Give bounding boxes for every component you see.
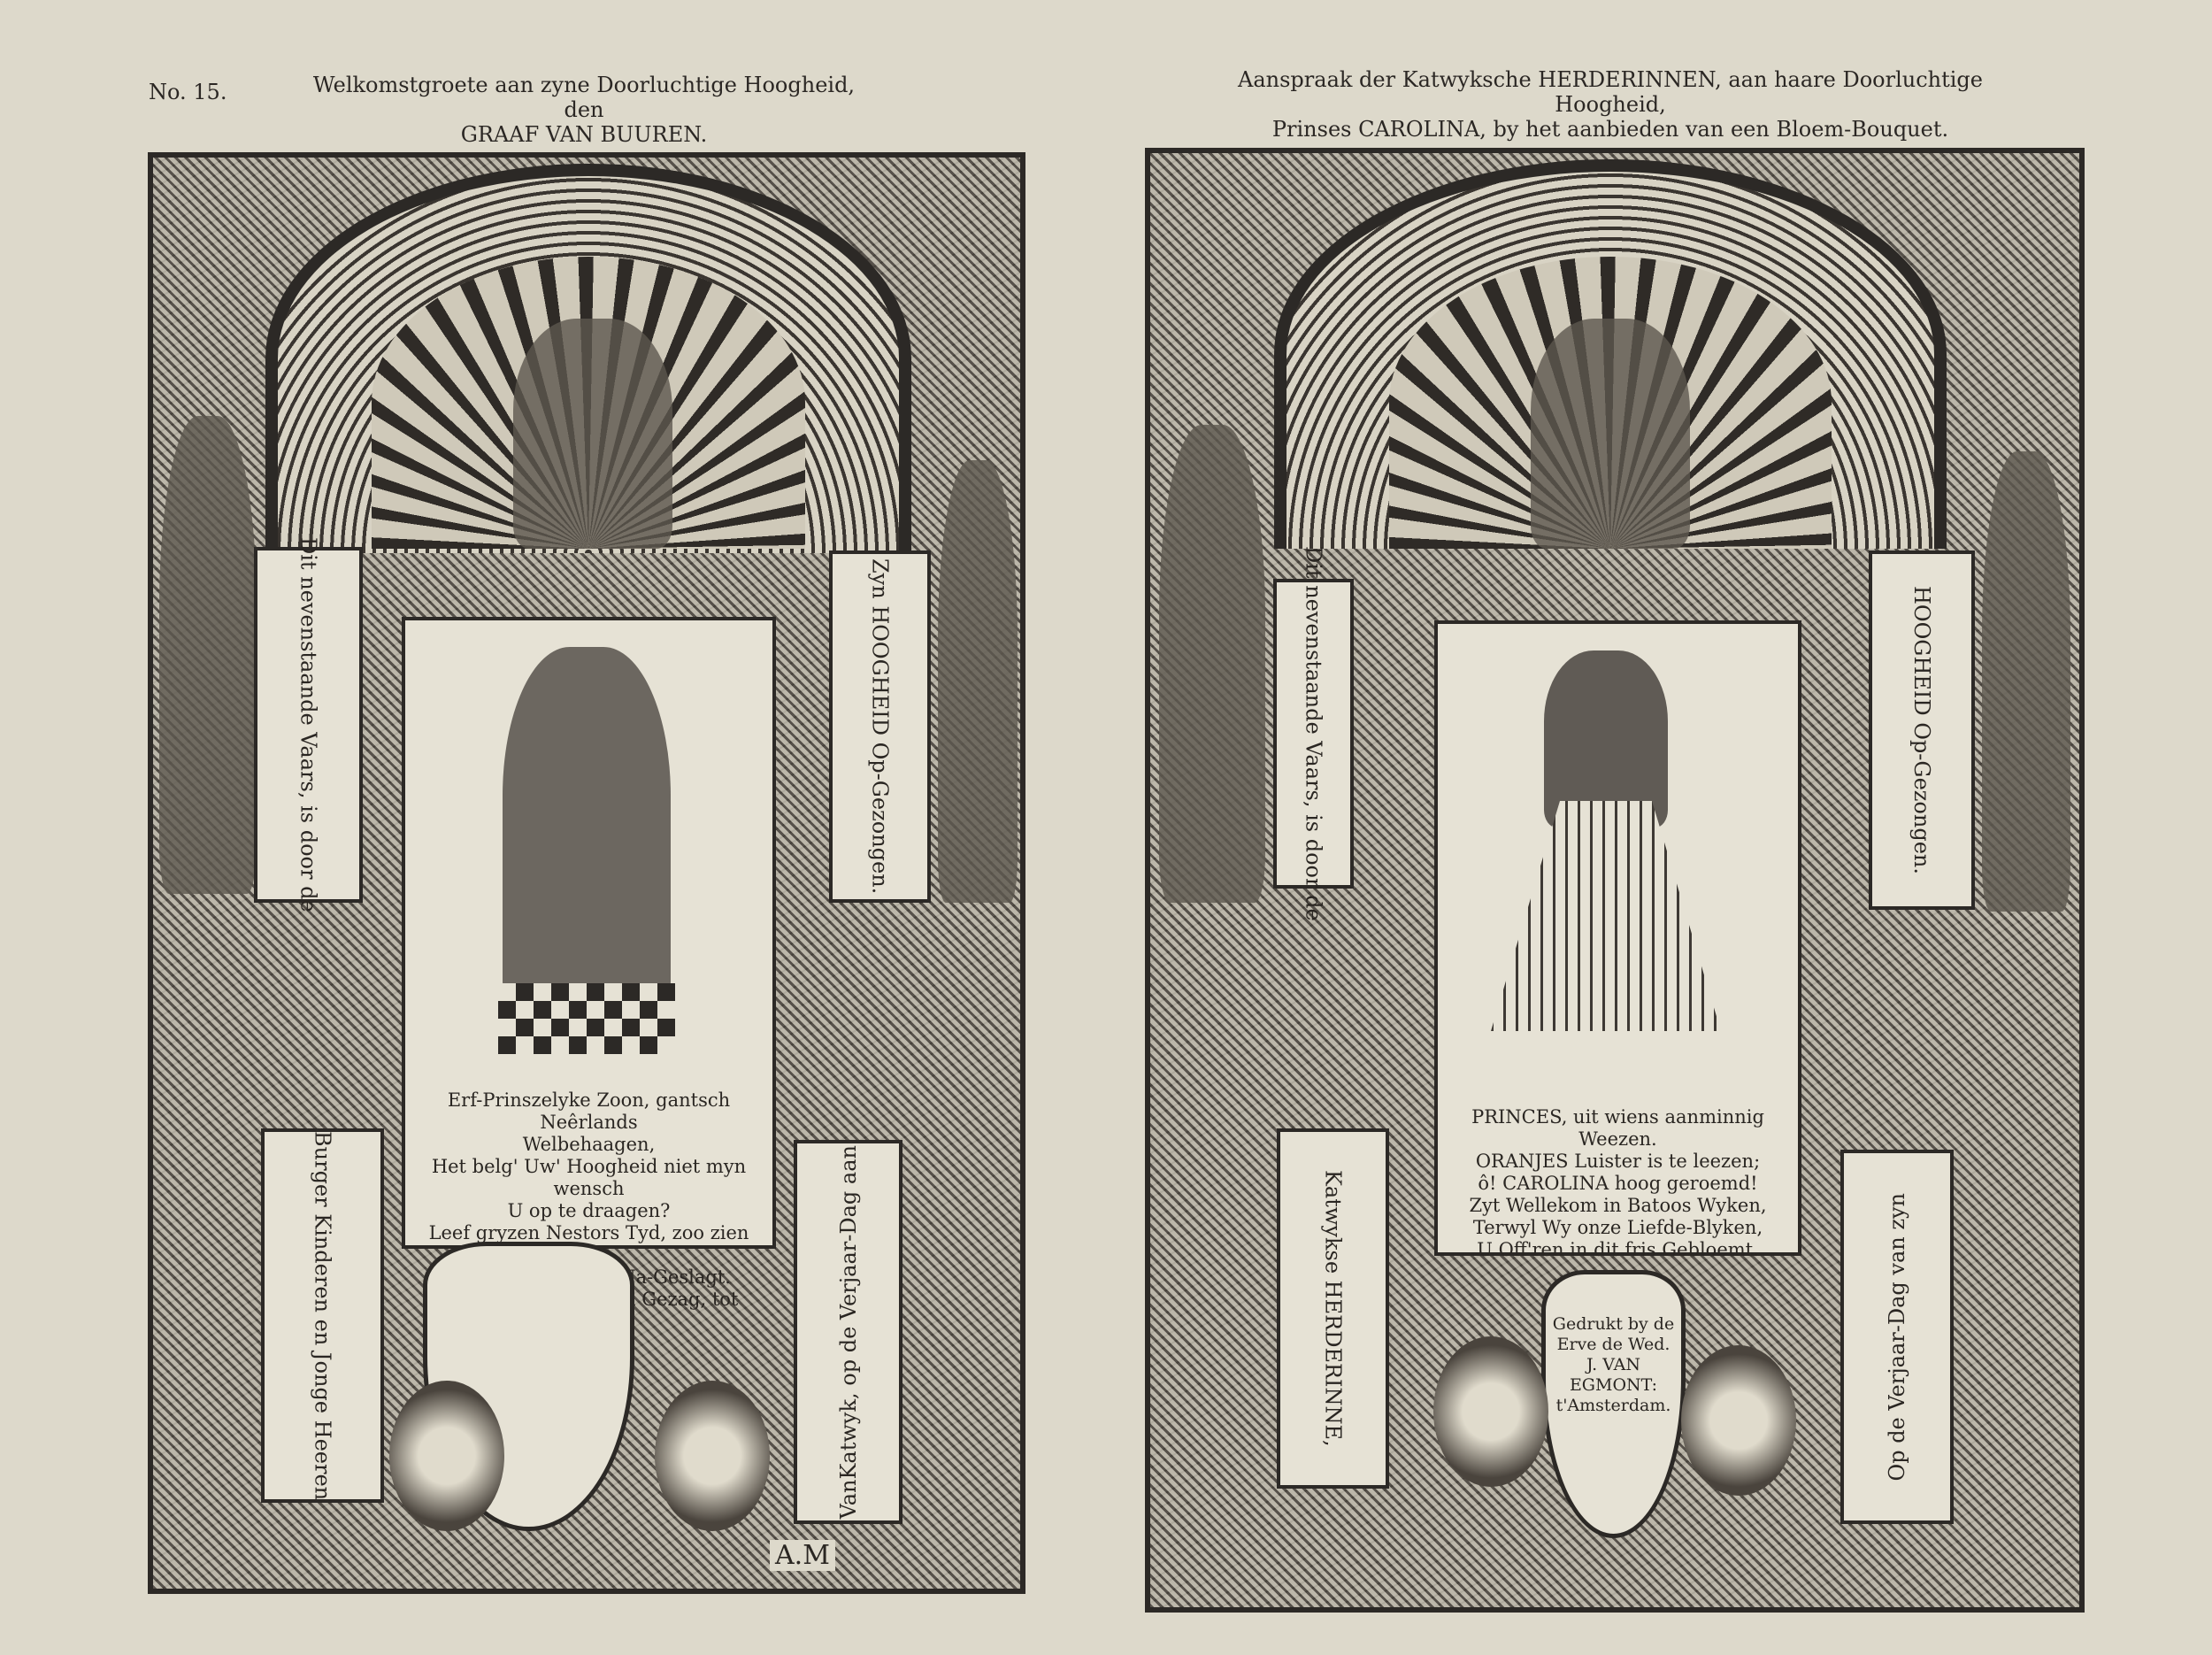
left-statue-figure: [159, 416, 257, 894]
right-portrait-box: PRINCES, uit wiens aanminnig Weezen. ORA…: [1434, 620, 1801, 1260]
right-label-top-left: Dit nevenstaande Vaars, is door de: [1273, 546, 1354, 921]
left-label-top-left: Dit nevenstaande Vaars, is door de: [254, 537, 363, 912]
left-label-bottom-right: VanKatwyk, op de Verjaar-Dag aan: [794, 1140, 902, 1524]
verse-line: Terwyl Wy onze Liefde-Blyken,: [1472, 1217, 1763, 1238]
right-label-bottom-right: Op de Verjaar-Dag van zyn: [1840, 1150, 1954, 1524]
right-right-statue-figure: [1982, 451, 2070, 912]
imprint-line: J. VAN: [1586, 1355, 1640, 1374]
right-statue-figure: [938, 460, 1018, 903]
imprint-line: Erve de Wed.: [1556, 1335, 1671, 1354]
right-left-statue-figure: [1159, 425, 1265, 903]
princess-dress: [1491, 801, 1721, 1031]
checkered-floor: [498, 983, 675, 1054]
verse-line: U Off'ren in dit fris Gebloemt.: [1477, 1239, 1759, 1260]
imprint-line: EGMONT:: [1569, 1375, 1658, 1395]
princess-bodice: [1544, 650, 1668, 828]
right-label-top-right: HOOGHEID Op-Gezongen.: [1869, 550, 1975, 910]
right-label-bottom-left: Katwykse HERDERINNE,: [1277, 1128, 1389, 1489]
imprint-line: t'Amsterdam.: [1555, 1396, 1671, 1415]
right-verse: PRINCES, uit wiens aanminnig Weezen. ORA…: [1438, 1106, 1798, 1261]
verse-line: Welbehaagen,: [522, 1134, 656, 1155]
monogram: A.M: [770, 1540, 835, 1571]
right-title-line2: Prinses CAROLINA, by het aanbieden van e…: [1271, 117, 1949, 142]
left-portrait-box: Erf-Prinszelyke Zoon, gantsch Neêrlands …: [402, 617, 776, 1332]
label-text: Dit nevenstaande Vaars, is door de: [1301, 546, 1326, 921]
imprint: Gedrukt by de Erve de Wed. J. VAN EGMONT…: [1546, 1274, 1681, 1416]
left-title-line2: GRAAF VAN BUUREN.: [460, 122, 708, 147]
label-text: Dit nevenstaande Vaars, is door de: [296, 537, 321, 912]
label-text: VanKatwyk, op de Verjaar-Dag aan: [835, 1144, 861, 1520]
verse-line: PRINCES, uit wiens aanminnig Weezen.: [1471, 1106, 1764, 1150]
left-moses-figure: [513, 319, 672, 549]
right-cherub: [655, 1381, 770, 1531]
sheet-number: No. 15.: [149, 80, 227, 104]
right-left-cherub: [1433, 1336, 1548, 1487]
label-text: HOOGHEID Op-Gezongen.: [1909, 586, 1934, 874]
right-title: Aanspraak der Katwyksche HERDERINNEN, aa…: [1203, 67, 2017, 142]
verse-line: Erf-Prinszelyke Zoon, gantsch Neêrlands: [447, 1089, 731, 1133]
left-cherub: [389, 1381, 504, 1531]
label-text: Op de Verjaar-Dag van zyn: [1885, 1192, 1909, 1482]
imprint-shield: Gedrukt by de Erve de Wed. J. VAN EGMONT…: [1541, 1270, 1686, 1538]
verse-line: U op te draagen?: [507, 1200, 671, 1221]
imprint-line: Gedrukt by de: [1552, 1314, 1675, 1334]
left-label-bottom-left: Burger Kinderen en Jonge Heeren: [261, 1128, 384, 1503]
right-right-cherub: [1681, 1345, 1796, 1496]
verse-line: Het belg' Uw' Hoogheid niet myn wensch: [431, 1156, 747, 1199]
left-title-line1: Welkomstgroete aan zyne Doorluchtige Hoo…: [312, 73, 856, 122]
left-title: Welkomstgroete aan zyne Doorluchtige Hoo…: [292, 73, 876, 147]
verse-line: Zyt Wellekom in Batoos Wyken,: [1469, 1195, 1767, 1216]
label-text: Katwykse HERDERINNE,: [1320, 1170, 1346, 1447]
verse-line: ô! CAROLINA hoog geroemd!: [1478, 1173, 1758, 1194]
right-title-line1: Aanspraak der Katwyksche HERDERINNEN, aa…: [1238, 67, 1983, 117]
count-portrait: [503, 647, 671, 1019]
left-label-top-right: Zyn HOOGHEID Op-Gezongen.: [829, 550, 931, 903]
verse-line: ORANJES Luister is te leezen;: [1475, 1151, 1761, 1172]
right-moses-figure: [1531, 319, 1690, 549]
label-text: Zyn HOOGHEID Op-Gezongen.: [867, 558, 893, 895]
label-text: Burger Kinderen en Jonge Heeren: [310, 1130, 335, 1501]
